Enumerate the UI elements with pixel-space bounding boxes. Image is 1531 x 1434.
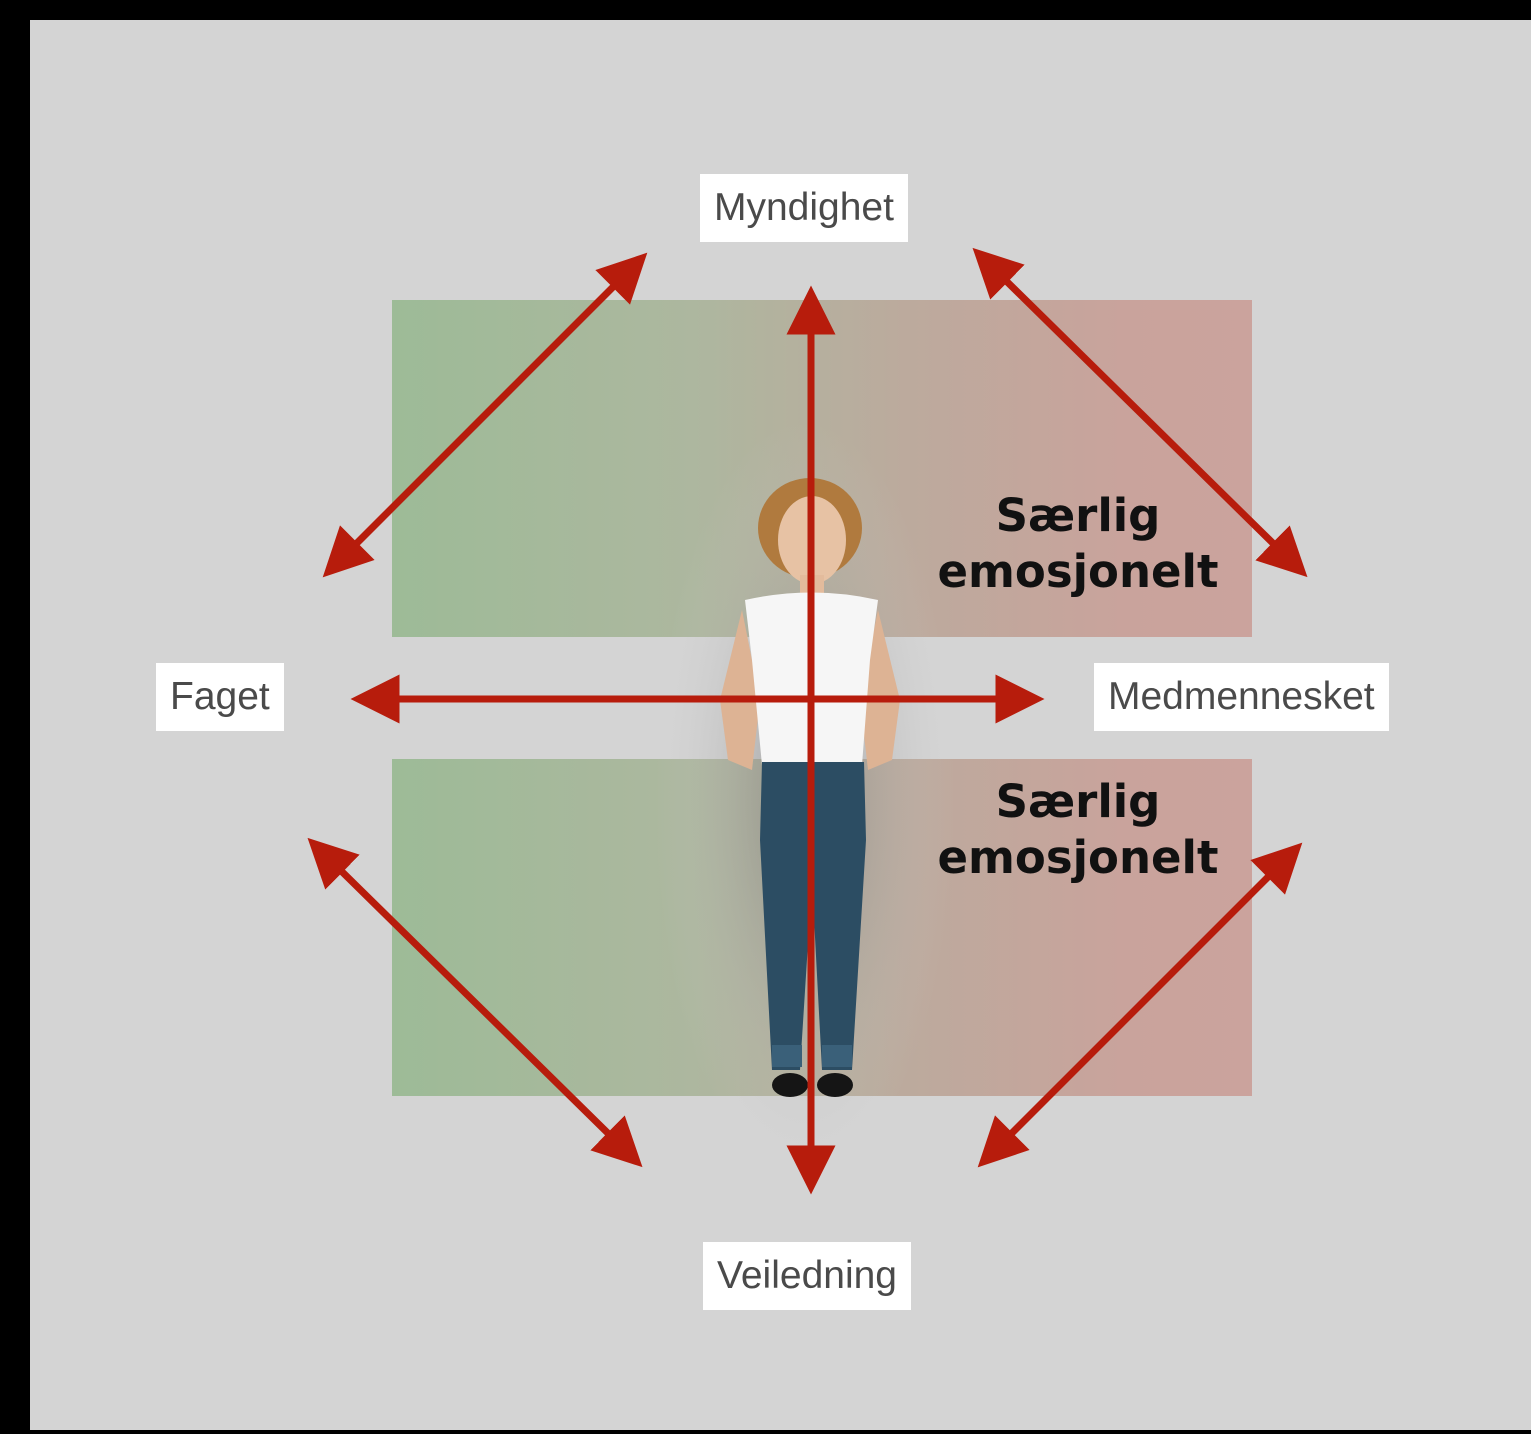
lower-zone-line2: emosjonelt — [937, 831, 1219, 884]
diagonal-arrow-upper-right — [972, 247, 1308, 578]
upper-zone-line1: Særlig — [995, 489, 1161, 542]
label-myndighet: Myndighet — [700, 174, 908, 242]
upper-zone-line2: emosjonelt — [937, 545, 1219, 598]
label-veiledning: Veiledning — [703, 1242, 911, 1310]
label-faget: Faget — [156, 663, 284, 731]
lower-zone-text: Særlig emosjonelt — [918, 774, 1238, 886]
diagonal-arrow-lower-right — [977, 842, 1303, 1168]
diagonal-arrow-upper-left — [322, 252, 648, 578]
lower-zone-line1: Særlig — [995, 775, 1161, 828]
diagonal-arrow-lower-left — [307, 837, 643, 1168]
label-medmennesket: Medmennesket — [1094, 663, 1389, 731]
upper-zone-text: Særlig emosjonelt — [918, 488, 1238, 600]
